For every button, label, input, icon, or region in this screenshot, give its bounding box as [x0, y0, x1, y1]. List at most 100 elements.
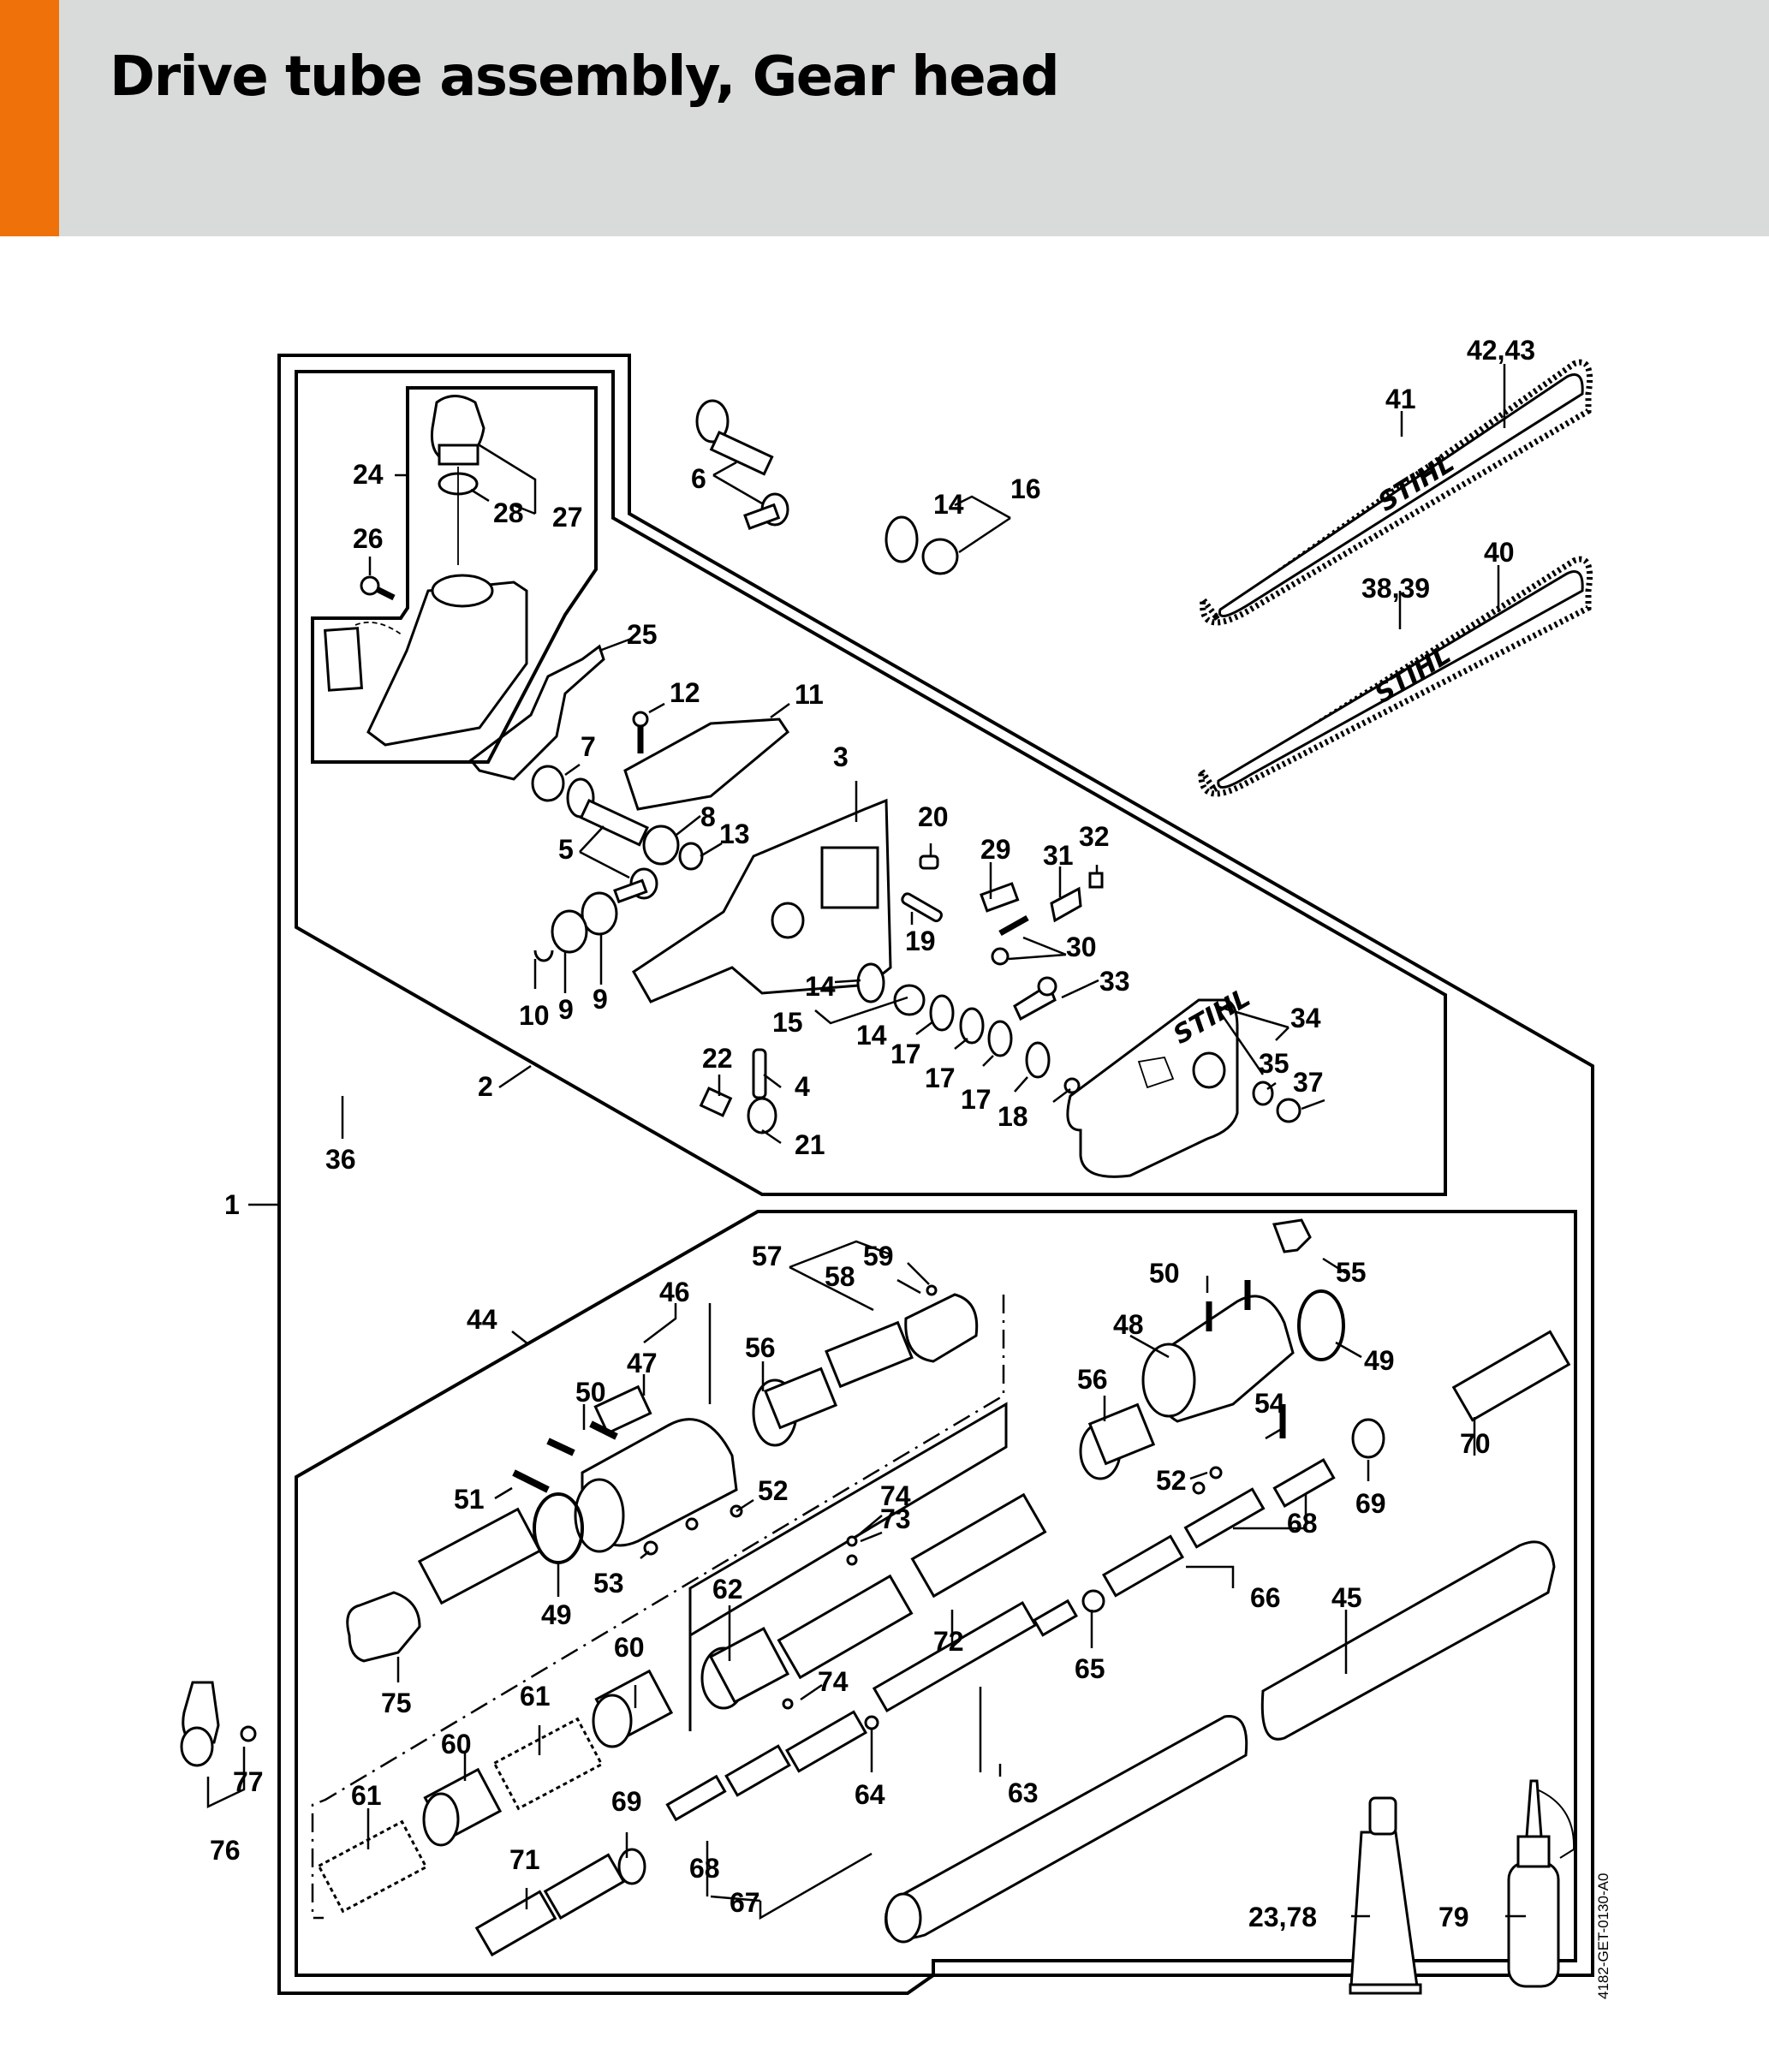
oil-filler-cap: [431, 395, 485, 466]
callout-68b: 68: [1287, 1508, 1318, 1539]
seal-13: [678, 842, 704, 871]
callout-8: 8: [700, 801, 716, 832]
drawing-reference: 4182-GET-0130-A0: [1595, 1873, 1611, 1999]
nut-53: [643, 1540, 658, 1556]
callout-30: 30: [1066, 932, 1097, 962]
screw-59: [926, 1284, 938, 1296]
callout-61a: 61: [520, 1681, 551, 1712]
callout-35: 35: [1259, 1048, 1290, 1079]
sleeve-57: [825, 1320, 914, 1389]
frame-tube-62-72: [688, 1402, 1008, 1731]
callout-6: 6: [691, 463, 706, 494]
bushing-69b: [1351, 1418, 1385, 1459]
bearing-8: [642, 825, 680, 866]
callout-49b: 49: [1364, 1345, 1395, 1376]
callout-14b: 14: [805, 971, 836, 1002]
spring-61b: [317, 1819, 428, 1914]
bevel-gear-5: [566, 777, 658, 904]
washer-35: [1252, 1081, 1274, 1106]
page-title: Drive tube assembly, Gear head: [110, 45, 1060, 109]
o-ring-64: [864, 1715, 879, 1730]
frame-assembly-1: [277, 354, 1594, 1995]
tube-section-70: [1451, 1330, 1571, 1422]
callout-34: 34: [1290, 1003, 1321, 1033]
callout-27: 27: [552, 502, 583, 533]
bearing-7: [531, 765, 565, 802]
callout-17a: 17: [890, 1039, 921, 1069]
callout-10: 10: [519, 1000, 550, 1031]
bearing-9b: [551, 909, 588, 954]
callout-2: 2: [478, 1071, 493, 1102]
tensioner-screw-30: [998, 914, 1029, 937]
spring-22: [699, 1087, 733, 1117]
callout-79: 79: [1438, 1902, 1469, 1932]
callout-33: 33: [1099, 966, 1130, 997]
callout-18: 18: [998, 1101, 1028, 1132]
callout-13: 13: [719, 819, 750, 849]
callout-53: 53: [593, 1568, 624, 1599]
bar-logo-upper: STIHL: [1373, 448, 1460, 517]
label-36: [324, 627, 363, 692]
callout-71: 71: [509, 1844, 540, 1875]
callout-22: 22: [702, 1043, 733, 1074]
callout-17c: 17: [961, 1084, 992, 1115]
tensioner-30: [991, 947, 1010, 966]
accent-bar: [0, 0, 59, 236]
frame-gear-head-2: [295, 370, 1447, 1196]
tube-section-49-lower: [417, 1507, 542, 1605]
clamp-76: [180, 1681, 257, 1767]
nut-37: [1276, 1098, 1301, 1123]
group-boundary-dashed: [311, 1295, 1005, 1920]
washer-14-sprocket-16: [884, 515, 959, 575]
stud-20: [919, 854, 939, 870]
nut-21: [747, 1097, 777, 1134]
pin-4: [752, 1048, 767, 1099]
callout-77: 77: [233, 1766, 264, 1797]
callout-68a: 68: [689, 1853, 720, 1884]
callout-69b: 69: [1355, 1488, 1386, 1519]
callout-74a: 74: [880, 1480, 911, 1511]
callout-59: 59: [863, 1241, 894, 1271]
screw-74a: [846, 1535, 858, 1547]
screw-12: [632, 711, 649, 753]
sprocket-washers: [856, 962, 1081, 1094]
callout-42-43: 42,43: [1467, 335, 1535, 366]
callout-28: 28: [493, 497, 524, 528]
sprocket-cover-34: STIHL: [1066, 983, 1255, 1178]
callout-24: 24: [353, 459, 384, 490]
washer-17c: [1025, 1041, 1051, 1079]
saw-chain-40: [1198, 556, 1593, 797]
tube-72: [777, 1574, 914, 1680]
clip-32: [1088, 872, 1104, 889]
clamp-housing-46: [574, 1384, 738, 1553]
callout-32: 32: [1079, 821, 1110, 852]
callout-20: 20: [918, 801, 949, 832]
gasket-25: [468, 644, 605, 781]
callout-26: 26: [353, 523, 384, 554]
washer-14c: [929, 994, 955, 1032]
saw-chain-42-43: [1200, 359, 1593, 626]
callout-37: 37: [1293, 1067, 1324, 1098]
callout-49a: 49: [541, 1599, 572, 1630]
screws-50-51: [512, 1420, 618, 1493]
oil-bottle-79: [1507, 1779, 1575, 1988]
callout-52a: 52: [758, 1475, 789, 1506]
callout-45: 45: [1331, 1582, 1362, 1613]
callout-40: 40: [1484, 537, 1515, 568]
frame-oil-tank: [311, 386, 598, 764]
sleeve-58: [904, 1293, 979, 1363]
callout-61b: 61: [351, 1780, 382, 1811]
tube-66: [1183, 1487, 1266, 1549]
callout-41: 41: [1385, 384, 1416, 414]
callout-19: 19: [905, 926, 936, 956]
callout-60b: 60: [441, 1729, 472, 1759]
nut-52b: [1209, 1466, 1223, 1480]
callout-73: 73: [880, 1503, 911, 1534]
stud-19: [901, 892, 943, 923]
washer-17a: [959, 1007, 985, 1045]
frame-drive-tube-44: [295, 1210, 1577, 1977]
callout-65: 65: [1075, 1653, 1105, 1684]
gear-parts: [531, 399, 959, 962]
callout-69a: 69: [611, 1786, 642, 1817]
bearing-cover-11: [623, 717, 789, 811]
